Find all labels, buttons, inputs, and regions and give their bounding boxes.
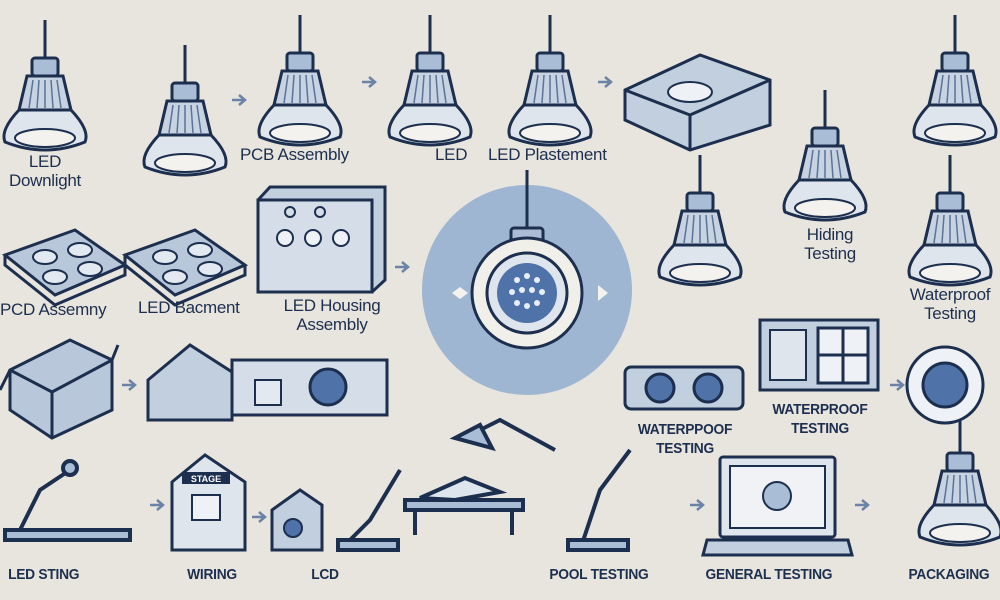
downlight-icon xyxy=(657,153,743,287)
label-led-bacement: LED Bacment xyxy=(138,298,240,317)
label-led: LED xyxy=(435,145,468,164)
arrow-icon xyxy=(393,260,410,274)
downlight-icon xyxy=(142,43,228,177)
arrow-icon xyxy=(250,510,267,524)
downlight-icon xyxy=(912,13,998,147)
label-pcd-assembly: PCD Assemny xyxy=(0,300,107,319)
test-cabinet-icon xyxy=(758,318,880,392)
arrow-icon xyxy=(148,498,165,512)
stage-sign: STAGE xyxy=(191,474,221,484)
label-wiring: WIRING xyxy=(187,566,237,583)
waterproof-module-icon xyxy=(623,365,745,411)
led-module-box-icon xyxy=(623,53,772,152)
lcd-box-icon xyxy=(270,488,324,552)
label-packaging: PACKAGING xyxy=(908,566,990,583)
arrow-icon xyxy=(596,75,613,89)
arrow-icon xyxy=(688,498,705,512)
arrow-icon xyxy=(230,93,247,107)
arrow-icon xyxy=(888,378,905,392)
label-led-plastement: LED Plastement xyxy=(488,145,607,164)
factory-icon xyxy=(146,343,389,422)
robot-arm-icon xyxy=(3,459,132,542)
label-lcd: LCD xyxy=(311,566,339,583)
pcb-board-icon xyxy=(123,228,247,307)
downlight-icon xyxy=(257,13,343,147)
led-housing-box-icon xyxy=(256,185,387,294)
downlight-icon xyxy=(2,18,88,152)
downlight-icon xyxy=(782,88,868,222)
downlight-icon xyxy=(907,153,993,287)
downlight-icon xyxy=(917,413,1000,547)
downlight-icon xyxy=(507,13,593,147)
label-pcb-assembly: PCB Assembly xyxy=(240,145,349,164)
laptop-icon xyxy=(701,455,854,557)
label-pool-testing: POOL TESTING xyxy=(549,566,649,583)
arrow-icon xyxy=(360,75,377,89)
pcb-board-icon xyxy=(3,228,127,307)
label-general-testing: GENERAL TESTING xyxy=(705,566,833,583)
stage-building-icon: STAGE xyxy=(170,453,247,552)
arrow-icon xyxy=(853,498,870,512)
cardboard-box-icon xyxy=(0,338,120,440)
arrow-icon xyxy=(120,378,137,392)
downlight-icon xyxy=(387,13,473,147)
test-lamp-icon xyxy=(336,417,632,552)
label-led-sting: LED STING xyxy=(8,566,80,583)
